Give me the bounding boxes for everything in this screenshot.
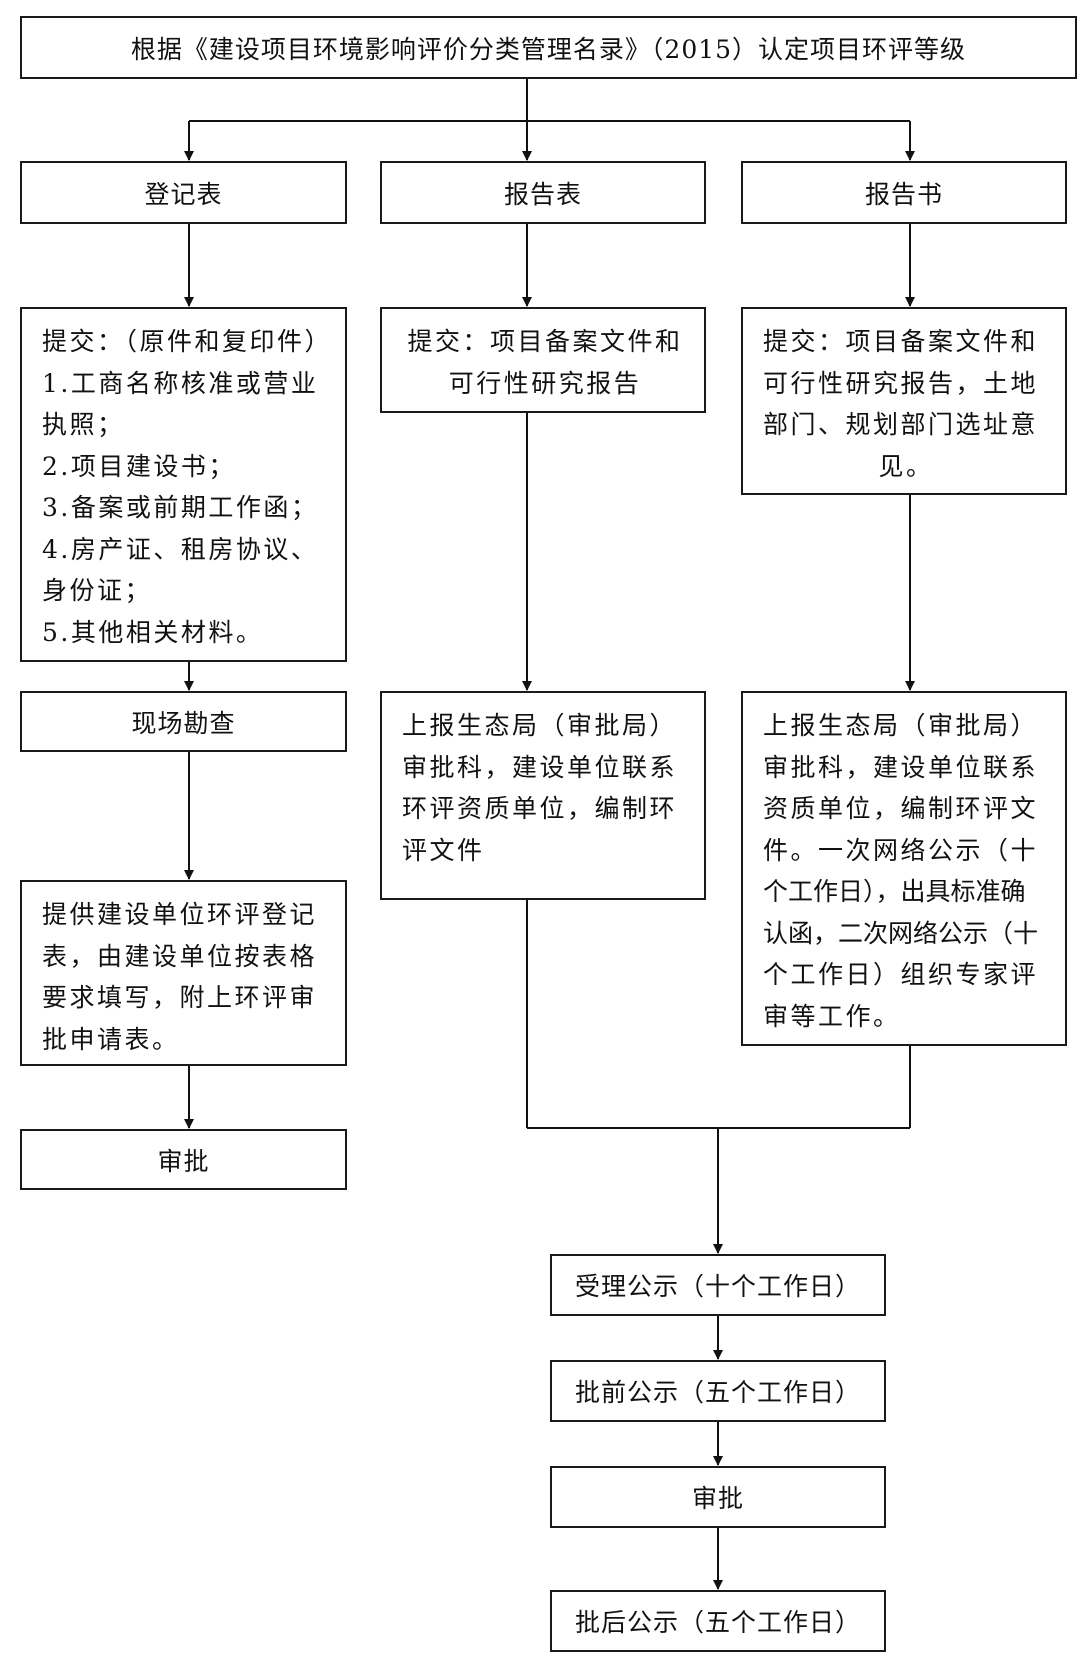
right-report-line: 审批科，建设单位联系 [763, 752, 1039, 782]
left-submit-box: 提交：（原件和复印件） 1.工商名称核准或营业 执照； 2.项目建设书； 3.备… [20, 307, 347, 662]
report-book-label: 报告书 [864, 179, 943, 209]
left-submit-item: 2.项目建设书； [42, 451, 236, 481]
right-report-line: 资质单位，编制环评文 [763, 794, 1039, 823]
top-classification-box: 根据《建设项目环境影响评价分类管理名录》（2015）认定项目环评等级 [20, 16, 1077, 79]
middle-submit-line: 提交：项目备案文件和 [407, 327, 683, 356]
accept-notice-label: 受理公示（十个工作日） [574, 1272, 861, 1301]
right-submit-line: 提交：项目备案文件和 [763, 327, 1039, 356]
middle-report-line: 环评资质单位，编制环 [402, 794, 678, 823]
left-submit-item: 4.房产证、租房协议、 [42, 534, 319, 564]
bottom-approve-box: 审批 [550, 1466, 886, 1528]
left-approve-label: 审批 [157, 1146, 210, 1176]
middle-report-line: 评文件 [402, 835, 485, 865]
left-approve-box: 审批 [20, 1129, 347, 1190]
post-approval-notice-box: 批后公示（五个工作日） [550, 1590, 886, 1652]
middle-report-box: 上报生态局（审批局） 审批科，建设单位联系 环评资质单位，编制环 评文件 [380, 691, 706, 900]
pre-approval-notice-box: 批前公示（五个工作日） [550, 1360, 886, 1422]
left-submit-title: 提交：（原件和复印件） [42, 327, 333, 356]
accept-notice-box: 受理公示（十个工作日） [550, 1254, 886, 1316]
left-submit-item: 1.工商名称核准或营业 [42, 368, 319, 398]
right-report-line: 个工作日），出具标准确 [763, 877, 1026, 906]
pre-approval-notice-label: 批前公示（五个工作日） [574, 1378, 861, 1407]
left-submit-item: 身份证； [42, 576, 153, 605]
middle-report-line: 审批科，建设单位联系 [402, 752, 678, 782]
registration-form-label: 登记表 [144, 179, 223, 209]
site-survey-label: 现场勘查 [131, 708, 236, 738]
right-report-box: 上报生态局（审批局） 审批科，建设单位联系 资质单位，编制环评文 件。一次网络公… [741, 691, 1067, 1046]
left-submit-item: 5.其他相关材料。 [42, 617, 264, 647]
right-report-line: 认函，二次网络公示（十 [763, 918, 1039, 948]
right-submit-line: 可行性研究报告，土地 [763, 368, 1039, 398]
right-report-line: 上报生态局（审批局） [763, 711, 1039, 740]
middle-submit-box: 提交：项目备案文件和 可行性研究报告 [380, 307, 706, 413]
left-provide-line: 批申请表。 [42, 1024, 180, 1054]
left-provide-box: 提供建设单位环评登记 表，由建设单位按表格 要求填写，附上环评审 批申请表。 [20, 880, 347, 1066]
left-provide-line: 提供建设单位环评登记 [42, 900, 318, 929]
right-report-line: 个工作日）组织专家评 [763, 960, 1039, 989]
left-provide-line: 要求填写，附上环评审 [42, 983, 318, 1012]
registration-form-box: 登记表 [20, 161, 347, 224]
left-submit-item: 3.备案或前期工作函； [42, 493, 319, 522]
top-classification-text: 根据《建设项目环境影响评价分类管理名录》（2015）认定项目环评等级 [130, 34, 967, 64]
bottom-approve-label: 审批 [691, 1484, 744, 1513]
report-book-box: 报告书 [741, 161, 1067, 224]
right-submit-line: 部门、规划部门选址意 [763, 410, 1039, 439]
post-approval-notice-label: 批后公示（五个工作日） [574, 1608, 861, 1637]
middle-report-line: 上报生态局（审批局） [402, 711, 678, 740]
right-report-line: 审等工作。 [763, 1001, 901, 1031]
report-form-label: 报告表 [503, 179, 582, 209]
report-form-box: 报告表 [380, 161, 706, 224]
right-submit-box: 提交：项目备案文件和 可行性研究报告，土地 部门、规划部门选址意 见。 [741, 307, 1067, 495]
right-submit-line: 见。 [878, 451, 934, 481]
right-report-line: 件。一次网络公示（十 [763, 835, 1039, 865]
site-survey-box: 现场勘查 [20, 691, 347, 752]
left-submit-item: 执照； [42, 410, 125, 439]
middle-submit-line: 可行性研究报告 [448, 368, 642, 398]
left-provide-line: 表，由建设单位按表格 [42, 941, 318, 971]
